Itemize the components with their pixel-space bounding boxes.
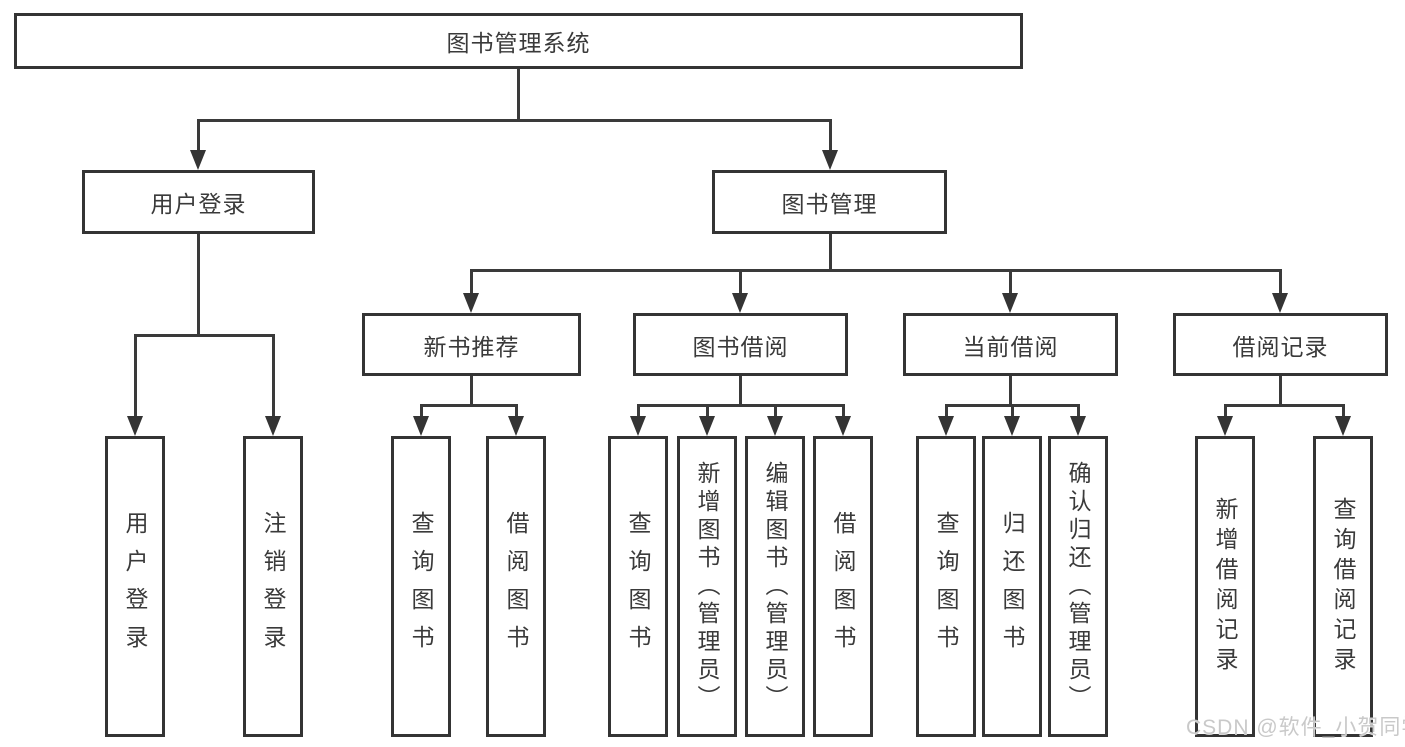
connector-line	[1278, 376, 1282, 405]
connector-line	[738, 269, 742, 297]
connector-line	[1008, 269, 1012, 297]
arrow-down-icon	[265, 416, 281, 436]
connector-line	[1341, 404, 1345, 420]
arrow-down-icon	[822, 150, 838, 170]
connector-line	[471, 269, 1280, 272]
connector-line	[514, 404, 518, 420]
node-cb-query-book: 查询图书	[916, 436, 976, 737]
connector-line	[271, 334, 275, 420]
connector-line	[469, 376, 473, 405]
connector-line	[705, 404, 709, 420]
node-cb-confirm-return-admin: 确认归还（管理员）	[1048, 436, 1108, 737]
node-bb-query-book: 查询图书	[608, 436, 668, 737]
arrow-down-icon	[127, 416, 143, 436]
arrow-down-icon	[1004, 416, 1020, 436]
connector-line	[421, 404, 516, 407]
node-user-login: 用户登录	[82, 170, 315, 234]
node-cb-return-book: 归还图书	[982, 436, 1042, 737]
node-book-borrow: 图书借阅	[633, 313, 848, 376]
connector-line	[638, 404, 843, 407]
arrow-down-icon	[413, 416, 429, 436]
connector-line	[828, 119, 832, 154]
node-br-query-record: 查询借阅记录	[1313, 436, 1373, 737]
node-logout: 注销登录	[243, 436, 303, 737]
arrow-down-icon	[630, 416, 646, 436]
arrow-down-icon	[1217, 416, 1233, 436]
node-book-management: 图书管理	[712, 170, 947, 234]
arrow-down-icon	[1070, 416, 1086, 436]
node-bb-edit-book-admin: 编辑图书（管理员）	[745, 436, 805, 737]
node-br-add-record: 新增借阅记录	[1195, 436, 1255, 737]
arrow-down-icon	[463, 293, 479, 313]
node-login: 用户登录	[105, 436, 165, 737]
connector-line	[1278, 269, 1282, 297]
arrow-down-icon	[835, 416, 851, 436]
arrow-down-icon	[1335, 416, 1351, 436]
connector-line	[516, 69, 520, 119]
arrow-down-icon	[508, 416, 524, 436]
connector-line	[773, 404, 777, 420]
node-borrow-record: 借阅记录	[1173, 313, 1388, 376]
connector-line	[944, 404, 948, 420]
connector-line	[841, 404, 845, 420]
arrow-down-icon	[699, 416, 715, 436]
node-current-borrow: 当前借阅	[903, 313, 1118, 376]
arrow-down-icon	[1002, 293, 1018, 313]
connector-line	[133, 334, 137, 420]
arrow-down-icon	[732, 293, 748, 313]
connector-line	[1225, 404, 1343, 407]
connector-line	[419, 404, 423, 420]
csdn-watermark: CSDN @软件_小贺同学	[1186, 716, 1405, 739]
connector-line	[135, 334, 273, 337]
connector-line	[198, 119, 830, 122]
arrow-down-icon	[1272, 293, 1288, 313]
connector-line	[828, 234, 832, 271]
node-system-root: 图书管理系统	[14, 13, 1023, 69]
node-bb-add-book-admin: 新增图书（管理员）	[677, 436, 737, 737]
arrow-down-icon	[938, 416, 954, 436]
connector-line	[636, 404, 640, 420]
connector-line	[196, 234, 200, 335]
connector-line	[469, 269, 473, 297]
connector-line	[1076, 404, 1080, 420]
connector-line	[196, 119, 200, 154]
connector-line	[1008, 376, 1012, 405]
connector-line	[1010, 404, 1014, 420]
arrow-down-icon	[767, 416, 783, 436]
node-nbr-borrow-book: 借阅图书	[486, 436, 546, 737]
connector-line	[738, 376, 742, 405]
node-nbr-query-book: 查询图书	[391, 436, 451, 737]
arrow-down-icon	[190, 150, 206, 170]
connector-line	[1223, 404, 1227, 420]
node-new-book-recommend: 新书推荐	[362, 313, 581, 376]
node-bb-borrow-book: 借阅图书	[813, 436, 873, 737]
